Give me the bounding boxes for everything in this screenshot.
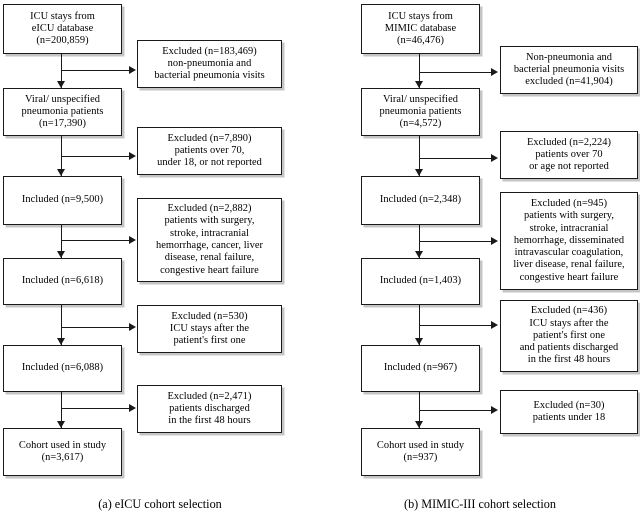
arrowhead-eicu-h2	[129, 151, 136, 160]
arrowhead-eicu-v1	[56, 81, 65, 88]
arrowhead-mimic-h4	[491, 320, 498, 329]
node-eicu-included-3: Included (n=6,088)	[3, 345, 122, 392]
node-eicu-excluded-2-label: Excluded (n=7,890) patients over 70, und…	[157, 132, 262, 169]
node-eicu-excluded-2: Excluded (n=7,890) patients over 70, und…	[137, 127, 282, 175]
node-mimic-included-1-label: Included (n=2,348)	[379, 194, 462, 206]
node-mimic-excluded-4-label: Excluded (n=436) ICU stays after the pat…	[519, 305, 619, 366]
connector-mimic-v1	[419, 54, 420, 88]
arrowhead-mimic-h5	[491, 405, 498, 414]
arrowhead-mimic-v4	[414, 338, 423, 345]
node-eicu-excluded-1-label: Excluded (n=183,469) non-pneumonia and b…	[154, 45, 265, 82]
node-eicu-excluded-3: Excluded (n=2,882) patients with surgery…	[137, 198, 282, 282]
node-mimic-viral: Viral/ unspecified pneumonia patients (n…	[361, 88, 480, 136]
node-mimic-excluded-1-label: Non-pneumonia and bacterial pneumonia vi…	[513, 51, 625, 88]
panel-mimic-cohort-selection: ICU stays from MIMIC database (n=46,476)…	[320, 0, 640, 517]
panel-eicu-cohort-selection: ICU stays from eICU database (n=200,859)…	[3, 4, 282, 511]
connector-eicu-h4	[61, 327, 131, 328]
connector-eicu-h5	[61, 408, 131, 409]
node-eicu-final-cohort-label: Cohort used in study (n=3,617)	[18, 439, 107, 463]
arrowhead-eicu-v2	[56, 169, 65, 176]
connector-eicu-v3	[61, 225, 62, 258]
node-mimic-included-2-label: Included (n=1,403)	[379, 275, 462, 287]
node-eicu-included-2: Included (n=6,618)	[3, 258, 122, 305]
node-eicu-excluded-4: Excluded (n=530) ICU stays after the pat…	[137, 305, 282, 353]
node-eicu-source-label: ICU stays from eICU database (n=200,859)	[30, 10, 95, 47]
node-mimic-excluded-2: Excluded (n=2,224) patients over 70 or a…	[500, 131, 638, 179]
caption-panel-b: (b) MIMIC-III cohort selection	[404, 497, 556, 511]
arrowhead-eicu-v3	[56, 251, 65, 258]
connector-mimic-h1	[419, 72, 493, 73]
node-mimic-excluded-3-label: Excluded (n=945) patients with surgery, …	[513, 198, 625, 283]
arrowhead-eicu-v5	[56, 421, 65, 428]
node-eicu-excluded-5-label: Excluded (n=2,471) patients discharged i…	[167, 390, 252, 427]
arrowhead-mimic-v1	[414, 81, 423, 88]
node-mimic-excluded-5: Excluded (n=30) patients under 18	[500, 390, 638, 434]
node-mimic-included-2: Included (n=1,403)	[361, 258, 480, 305]
node-mimic-final-cohort-label: Cohort used in study (n=937)	[376, 439, 465, 463]
node-mimic-excluded-4: Excluded (n=436) ICU stays after the pat…	[500, 300, 638, 372]
arrowhead-eicu-v4	[56, 338, 65, 345]
connector-mimic-h3	[419, 241, 493, 242]
connector-mimic-h2	[419, 158, 493, 159]
connector-eicu-h3	[61, 240, 131, 241]
arrowhead-mimic-h2	[491, 153, 498, 162]
node-eicu-excluded-1: Excluded (n=183,469) non-pneumonia and b…	[137, 40, 282, 88]
arrowhead-eicu-h1	[129, 65, 136, 74]
node-eicu-viral-label: Viral/ unspecified pneumonia patients (n…	[21, 93, 104, 130]
arrowhead-mimic-v3	[414, 251, 423, 258]
node-eicu-excluded-3-label: Excluded (n=2,882) patients with surgery…	[156, 203, 263, 276]
node-eicu-excluded-4-label: Excluded (n=530) ICU stays after the pat…	[169, 310, 250, 347]
connector-eicu-h2	[61, 156, 131, 157]
node-mimic-excluded-2-label: Excluded (n=2,224) patients over 70 or a…	[526, 136, 612, 173]
node-eicu-excluded-5: Excluded (n=2,471) patients discharged i…	[137, 385, 282, 433]
node-mimic-included-1: Included (n=2,348)	[361, 176, 480, 225]
node-mimic-included-3-label: Included (n=967)	[383, 362, 458, 374]
connector-eicu-h1	[61, 70, 131, 71]
node-mimic-excluded-5-label: Excluded (n=30) patients under 18	[532, 399, 606, 423]
node-mimic-excluded-1: Non-pneumonia and bacterial pneumonia vi…	[500, 46, 638, 94]
node-eicu-included-1: Included (n=9,500)	[3, 176, 122, 225]
node-eicu-included-3-label: Included (n=6,088)	[21, 362, 104, 374]
node-mimic-excluded-3: Excluded (n=945) patients with surgery, …	[500, 192, 638, 290]
arrowhead-eicu-h3	[129, 235, 136, 244]
node-mimic-source: ICU stays from MIMIC database (n=46,476)	[361, 4, 480, 54]
node-mimic-final-cohort: Cohort used in study (n=937)	[361, 428, 480, 476]
connector-eicu-v1	[61, 54, 62, 88]
connector-eicu-v4	[61, 305, 62, 345]
node-mimic-source-label: ICU stays from MIMIC database (n=46,476)	[384, 10, 457, 47]
node-eicu-final-cohort: Cohort used in study (n=3,617)	[3, 428, 122, 476]
arrowhead-mimic-v2	[414, 169, 423, 176]
node-mimic-included-3: Included (n=967)	[361, 345, 480, 392]
arrowhead-eicu-h5	[129, 403, 136, 412]
node-mimic-viral-label: Viral/ unspecified pneumonia patients (n…	[379, 93, 462, 130]
connector-mimic-h5	[419, 410, 493, 411]
arrowhead-mimic-h1	[491, 67, 498, 76]
caption-panel-a: (a) eICU cohort selection	[98, 497, 222, 511]
node-eicu-included-2-label: Included (n=6,618)	[21, 275, 104, 287]
node-eicu-source: ICU stays from eICU database (n=200,859)	[3, 4, 122, 54]
node-eicu-viral: Viral/ unspecified pneumonia patients (n…	[3, 88, 122, 136]
arrowhead-mimic-h3	[491, 236, 498, 245]
node-eicu-included-1-label: Included (n=9,500)	[21, 194, 104, 206]
arrowhead-eicu-h4	[129, 322, 136, 331]
connector-mimic-h4	[419, 325, 493, 326]
arrowhead-mimic-v5	[414, 421, 423, 428]
connector-mimic-v2	[419, 136, 420, 176]
connector-eicu-v5	[61, 392, 62, 428]
